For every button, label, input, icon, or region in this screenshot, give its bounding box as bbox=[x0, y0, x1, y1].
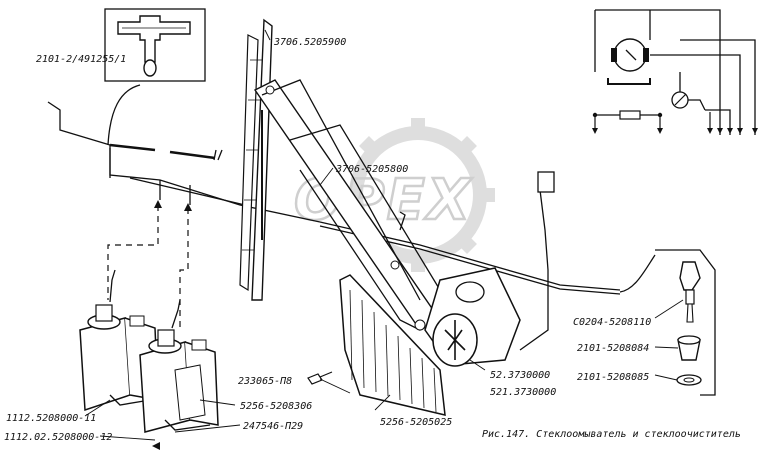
wiper-arm bbox=[253, 79, 442, 331]
wiper-motor bbox=[424, 267, 521, 367]
label-cap-part: 2101-5208084 bbox=[577, 343, 649, 354]
wiper-blade bbox=[239, 18, 273, 301]
label-washer: 2101-5208085 bbox=[577, 372, 649, 383]
dashed-hose-guides bbox=[107, 200, 192, 330]
leader-lines bbox=[84, 29, 684, 441]
label-motor-b: 521.3730000 bbox=[490, 387, 556, 398]
wiring-schematic bbox=[592, 9, 758, 135]
label-nozzle: C0204-5208110 bbox=[573, 317, 651, 328]
nozzle-inset bbox=[619, 249, 716, 396]
label-arm: 3706-5205800 bbox=[335, 164, 408, 175]
figure-caption: Рис.147. Стеклоомыватель и стеклоочистит… bbox=[482, 429, 741, 440]
label-tee: 2101-2/491255/1 bbox=[36, 54, 126, 65]
label-bolt: 233065-П8 bbox=[238, 376, 292, 387]
label-blade: 3706.5205900 bbox=[273, 37, 346, 48]
label-reservoir-b: 1112.02.5208000-12 bbox=[4, 432, 112, 443]
label-motor-a: 52.3730000 bbox=[490, 370, 550, 381]
bolt bbox=[307, 371, 333, 385]
reservoir-right bbox=[139, 299, 219, 433]
label-reservoir-a: 1112.5208000-11 bbox=[6, 413, 96, 424]
arrow-icon bbox=[152, 442, 160, 450]
watermark: OPEX bbox=[293, 118, 495, 272]
label-bracket: 5256-5205025 bbox=[380, 417, 452, 428]
mounting-bracket bbox=[339, 274, 446, 416]
tee-connector-inset bbox=[104, 8, 206, 146]
label-nut: 247546-П29 bbox=[243, 421, 303, 432]
label-pump-bracket: 5256-5208306 bbox=[240, 401, 312, 412]
